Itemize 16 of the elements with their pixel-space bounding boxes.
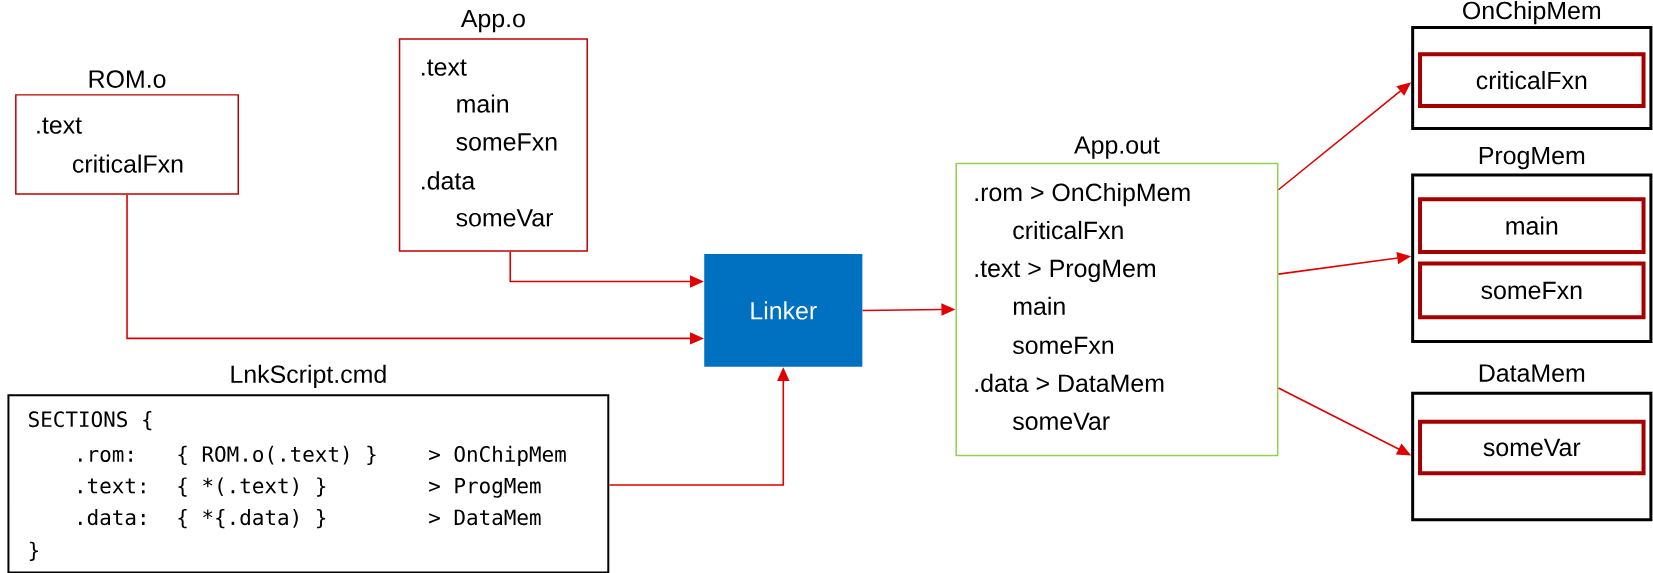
script-box: LnkScript.cmd SECTIONS { .rom: { ROM.o(.text) } > OnChipMem .text: { *(.text) } > ProgMem .data: { *{.data) } > DataMem } bbox=[7, 364, 610, 573]
node-label: ProgMem bbox=[1479, 146, 1585, 170]
node-label: ROM.o bbox=[89, 70, 166, 88]
object-file-box: App.o .text main someFxn .data someVar bbox=[398, 9, 588, 252]
linker-box: Linker bbox=[704, 253, 863, 367]
node-label: DataMem bbox=[1479, 364, 1585, 382]
node-label: OnChipMem bbox=[1463, 0, 1601, 25]
memory-section-box: criticalFxn bbox=[1418, 52, 1646, 108]
memory-section-box: main bbox=[1418, 197, 1646, 254]
memory-section-box: someFxn bbox=[1418, 261, 1646, 320]
output-file-box: App.out .rom > OnChipMem criticalFxn .text > ProgMem main someFxn .data > DataMem someVar bbox=[955, 136, 1279, 456]
node-label: App.o bbox=[460, 9, 525, 32]
memory-section-box: someVar bbox=[1418, 419, 1646, 476]
node-label: App.out bbox=[1074, 136, 1160, 159]
object-file-box: ROM.o .text criticalFxn bbox=[15, 70, 239, 195]
node-label: LnkScript.cmd bbox=[231, 364, 386, 388]
